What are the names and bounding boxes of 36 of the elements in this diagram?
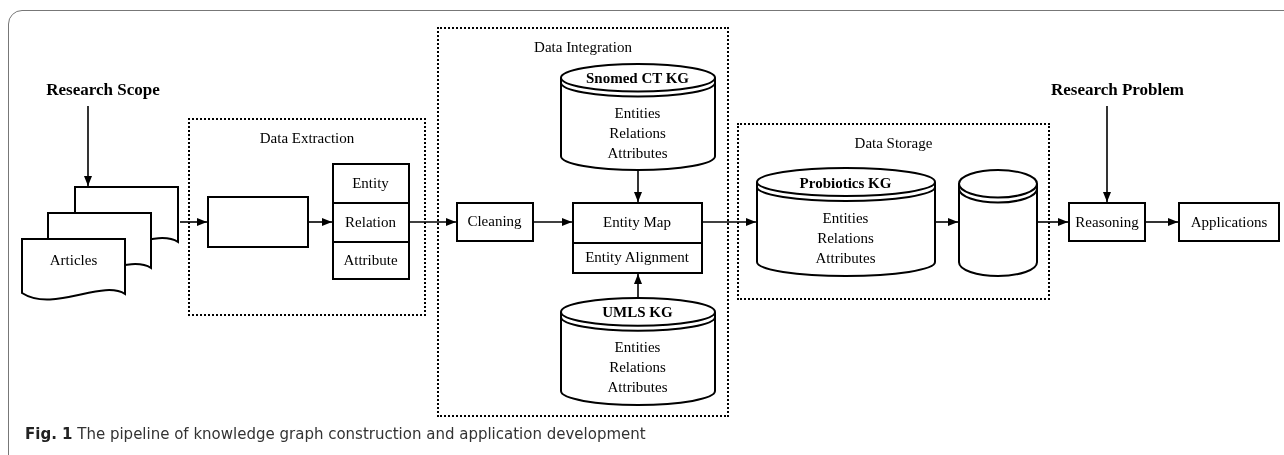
arrow [1145, 218, 1179, 226]
arrow [935, 218, 959, 226]
arrow [308, 218, 333, 226]
database-title: Probiotics KG [798, 173, 893, 193]
arrow [1103, 105, 1111, 203]
arrow [179, 218, 208, 226]
database-contents: Entities Relations Attributes [814, 208, 877, 268]
group-title: Data Storage [854, 135, 933, 152]
input-heading: Research Scope [28, 80, 178, 100]
figure-caption: Fig. 1 The pipeline of knowledge graph construction and application development [25, 425, 646, 443]
database-contents: Entities Relations Attributes [606, 338, 669, 398]
database-title: Snomed CT KG [584, 68, 691, 88]
document-label: Articles [48, 251, 99, 270]
process-box: Applications [1178, 202, 1280, 242]
arrow [409, 218, 457, 226]
process-box: Entity [331, 162, 410, 204]
process-box: Entity Alignment [571, 241, 703, 274]
arrow [634, 169, 642, 203]
arrow [84, 105, 92, 187]
arrow [702, 218, 757, 226]
database-contents: Entities Relations Attributes [606, 104, 669, 164]
arrow [533, 218, 573, 226]
process-box: Relation [331, 201, 410, 243]
group-title: Data Extraction [259, 130, 355, 147]
dotted-group-frame [737, 123, 1050, 300]
process-box: Attribute [331, 240, 410, 280]
dotted-group-frame [437, 27, 729, 417]
input-heading: Research Problem [1030, 80, 1205, 100]
process-box: Reasoning [1068, 202, 1146, 242]
process-box: Entity Map [571, 201, 703, 244]
arrow [1037, 218, 1069, 226]
dotted-group-frame [188, 118, 426, 316]
process-box [206, 195, 309, 248]
group-title: Data Integration [534, 39, 632, 56]
database-title: UMLS KG [601, 302, 674, 322]
process-box: Cleaning [455, 201, 534, 242]
